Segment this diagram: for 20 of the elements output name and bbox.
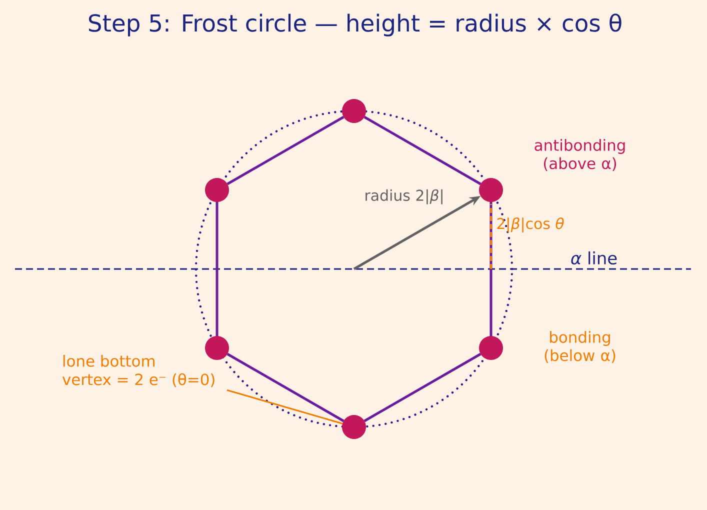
annotation-text: bonding (below α)	[544, 331, 616, 363]
callout-text: lone bottom vertex = 2 e⁻ (θ=0)	[62, 354, 214, 388]
vertex-dot	[479, 336, 503, 360]
hexagon-edge	[364, 116, 482, 186]
title: Step 5: Frost circle — height = radius × cos θ	[88, 14, 622, 36]
hexagon-edge	[226, 352, 344, 422]
dimension-label: 2|β|cos θ	[497, 218, 564, 232]
leader-line	[226, 389, 343, 424]
hexagon-edge	[490, 202, 492, 336]
vertex-dot	[342, 415, 366, 439]
vertex-dot	[479, 178, 503, 202]
line-label: α line	[571, 251, 617, 265]
edge-label: radius 2|β|	[362, 188, 446, 206]
vertex-dot	[205, 178, 229, 202]
annotation-text: antibonding (above α)	[534, 139, 625, 171]
vertex-dot	[342, 99, 366, 123]
hexagon-edge	[226, 116, 344, 186]
vertex-dot	[205, 336, 229, 360]
hexagon-edge	[216, 202, 218, 336]
hexagon-edge	[364, 352, 482, 422]
